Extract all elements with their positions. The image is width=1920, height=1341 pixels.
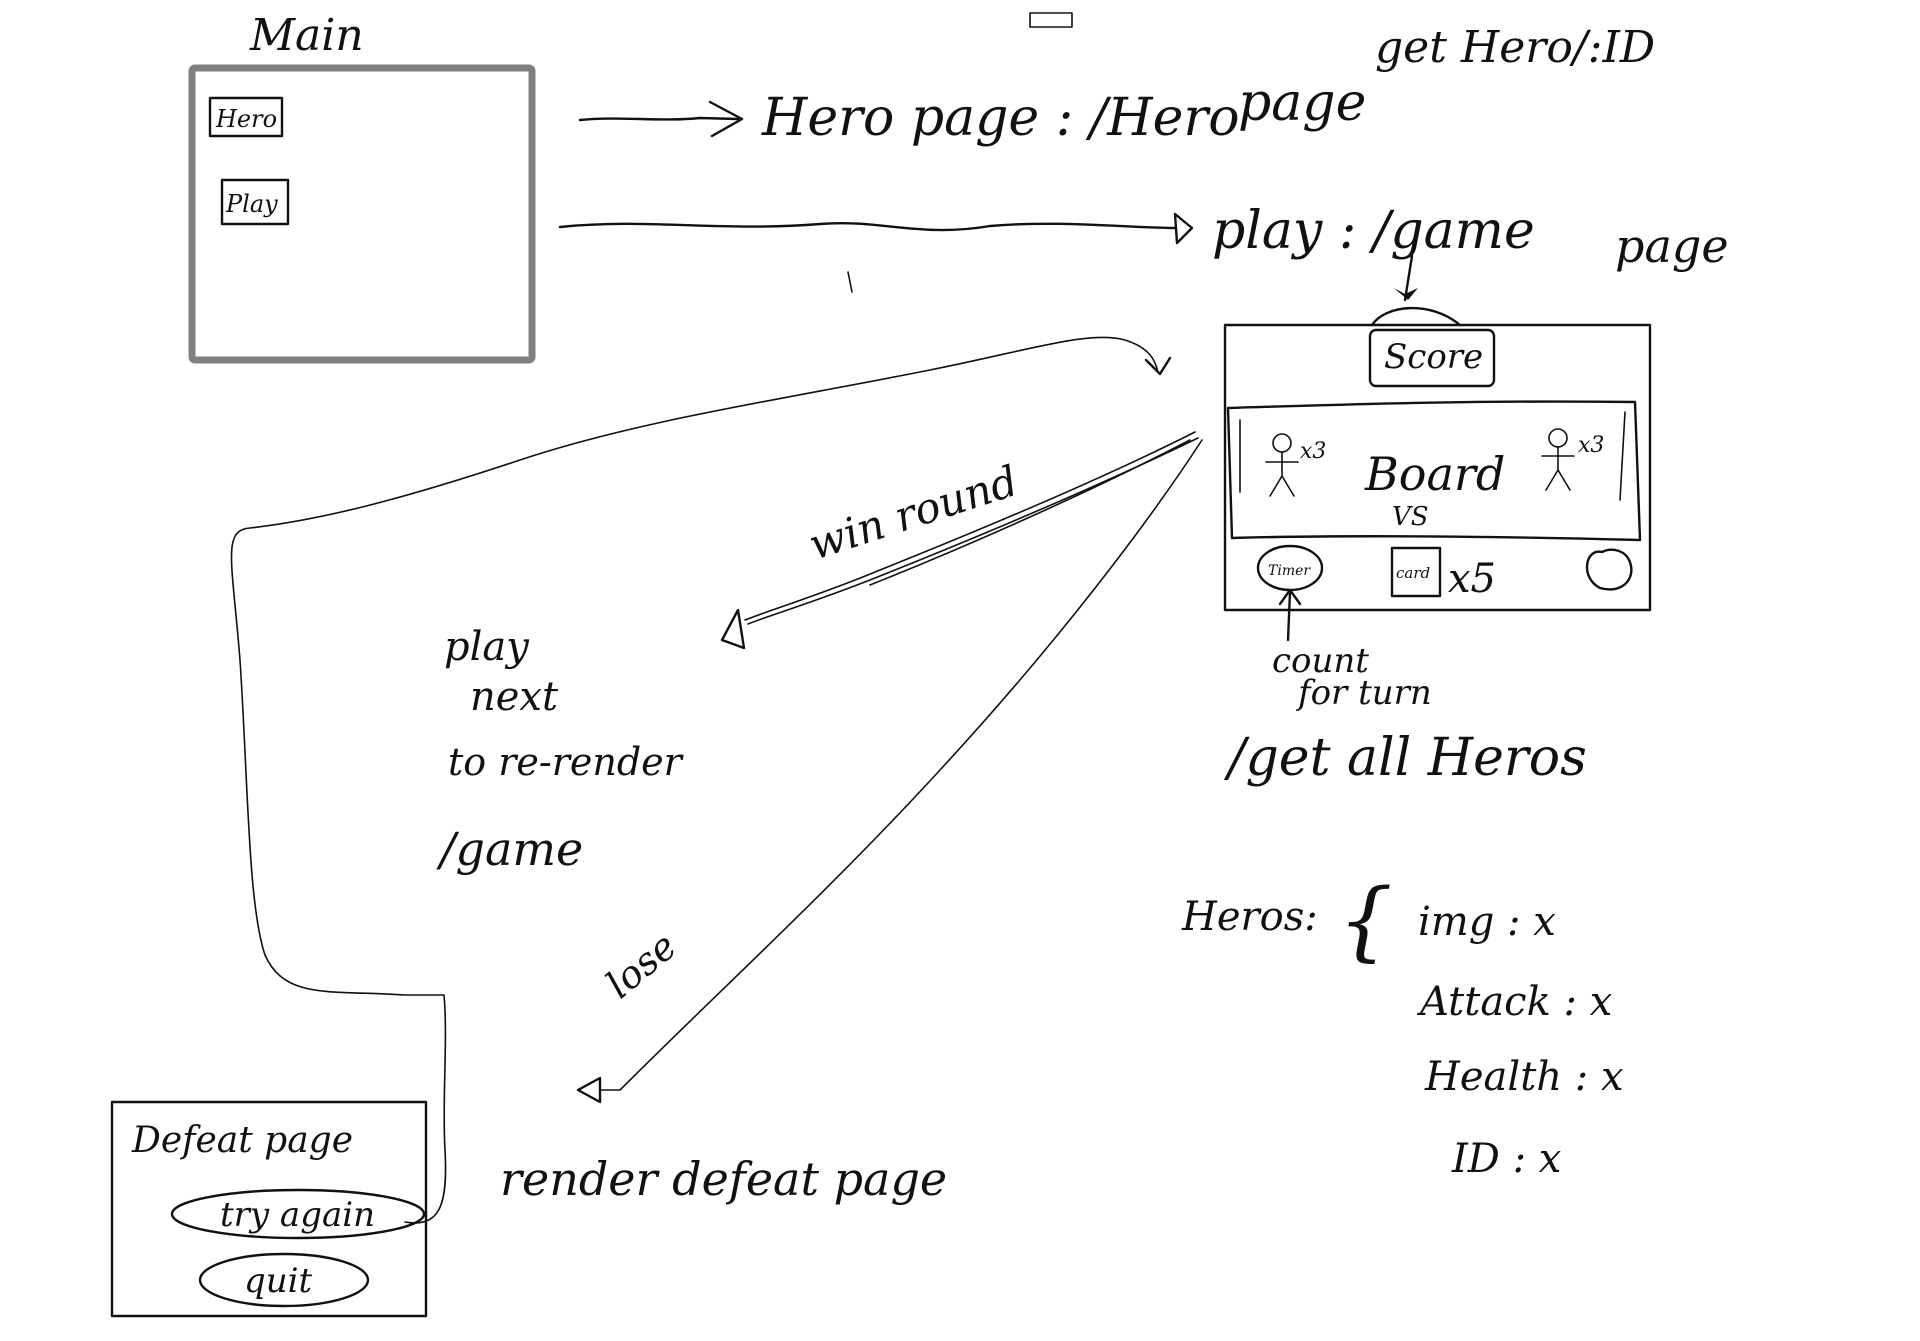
- quit-label: quit: [244, 1261, 313, 1301]
- game-route-label: /game: [436, 822, 583, 876]
- get-hero-by-id-note: get Hero/:ID: [1375, 22, 1655, 73]
- try-again-label: try again: [220, 1195, 375, 1235]
- left-hero-count: x3: [1300, 439, 1326, 464]
- game-frame: [1223, 323, 1652, 612]
- card-count: x5: [1448, 556, 1496, 602]
- defeat-title: Defeat page: [131, 1120, 353, 1161]
- board-right-edge: [1619, 411, 1626, 501]
- play-button[interactable]: Play: [220, 178, 290, 226]
- play-route-note: play : /game: [1212, 201, 1535, 261]
- score-box: Score: [1368, 328, 1496, 388]
- win-round-arrow: [720, 431, 1199, 650]
- board-area: x3 Board VS x3: [1226, 400, 1642, 542]
- card-box: [1390, 546, 1442, 598]
- right-hero-figure: [1541, 428, 1575, 491]
- schema-field-health: Health : x: [1424, 1054, 1624, 1100]
- play-button-label: Play: [225, 190, 278, 218]
- left-hero-figure: [1265, 433, 1299, 497]
- main-screen: Main Hero Play: [188, 10, 536, 364]
- play-button-box: [220, 178, 290, 226]
- try-again-button[interactable]: try again: [170, 1188, 426, 1240]
- right-hero-count: x3: [1578, 433, 1604, 458]
- card-element[interactable]: card: [1390, 546, 1442, 598]
- arrow-to-game-page: [558, 212, 1194, 245]
- schema-field-id: ID : x: [1451, 1136, 1561, 1182]
- timer-note-line1: count: [1272, 641, 1369, 681]
- main-title: Main: [249, 10, 364, 61]
- hero-button-box: [208, 96, 284, 138]
- defeat-screen: Defeat page try again quit: [110, 1100, 428, 1318]
- schema-field-attack: Attack : x: [1416, 979, 1612, 1025]
- quit-button[interactable]: quit: [198, 1252, 370, 1308]
- timer-label: Timer: [1268, 563, 1311, 579]
- timer-note-line2: for turn: [1295, 673, 1432, 713]
- quit-ellipse: [198, 1252, 370, 1308]
- hero-page-suffix: page: [1238, 73, 1366, 133]
- lose-label: lose: [598, 924, 685, 1007]
- lose-arrow: [576, 439, 1203, 1104]
- heroes-schema: Heros: { img : x Attack : x Health : x I…: [1181, 871, 1624, 1182]
- get-all-heroes-note: /get all Heros: [1223, 728, 1587, 788]
- score-label: Score: [1384, 337, 1483, 377]
- hero-button-label: Hero: [215, 105, 277, 133]
- extra-circle-icon[interactable]: [1585, 548, 1633, 591]
- hero-route-note: Hero page : /Hero: [761, 88, 1240, 148]
- arrow-to-hero-page: [578, 100, 744, 138]
- play-next-line1: play: [444, 624, 530, 670]
- win-round-label: win round: [803, 456, 1024, 569]
- score-pointer-head: [1394, 288, 1418, 300]
- loop-back-line: [230, 336, 1159, 1224]
- score-pointer-line: [1403, 254, 1414, 302]
- small-top-rectangle: [1029, 12, 1073, 28]
- heroes-schema-label: Heros:: [1181, 894, 1318, 940]
- rerender-label: to re-render: [448, 740, 685, 784]
- card-label: card: [1396, 564, 1430, 582]
- timer-note-arrow-head: [1278, 588, 1302, 606]
- play-page-suffix: page: [1615, 219, 1729, 273]
- play-next-line2: next: [470, 674, 559, 720]
- hero-button[interactable]: Hero: [208, 96, 284, 138]
- render-defeat-label: render defeat page: [500, 1152, 947, 1206]
- board-label: Board: [1364, 447, 1505, 501]
- heroes-schema-brace: {: [1338, 871, 1393, 971]
- schema-field-img: img : x: [1418, 899, 1556, 945]
- main-frame: [188, 64, 536, 364]
- try-again-ellipse: [170, 1188, 426, 1240]
- defeat-frame: [110, 1100, 428, 1318]
- timer-note-arrow: [1286, 590, 1292, 642]
- vs-label: VS: [1392, 502, 1429, 532]
- tick-mark: [847, 271, 853, 293]
- score-arc: [1370, 306, 1462, 327]
- loop-back-arrow-head: [1144, 356, 1172, 376]
- timer-element[interactable]: Timer: [1256, 544, 1324, 592]
- game-screen: Score x3 Board VS x3 Timer: [1223, 254, 1652, 642]
